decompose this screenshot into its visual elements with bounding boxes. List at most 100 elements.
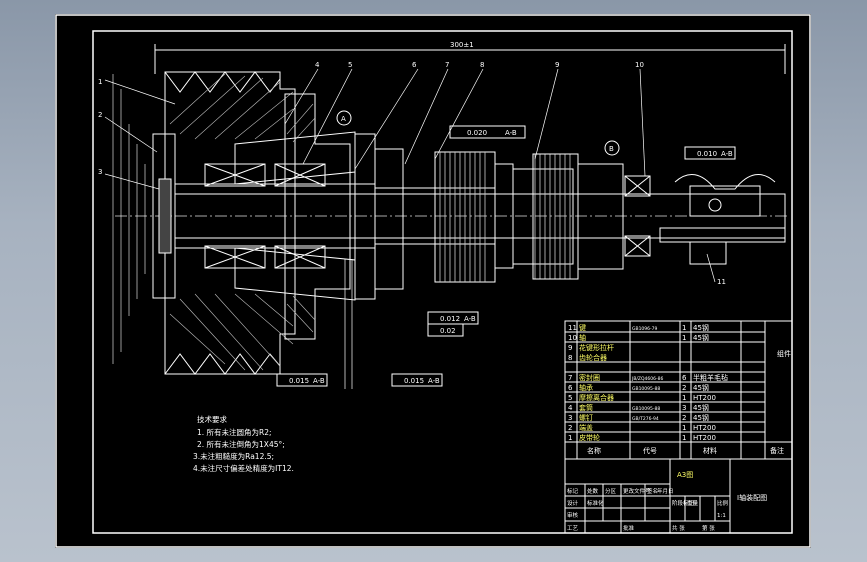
sign-row4-1: 批准 — [623, 524, 635, 532]
bom-qty-10: 1 — [682, 334, 686, 342]
bom-name-1: 皮带轮 — [579, 433, 600, 442]
bom-qty-6: 2 — [682, 384, 686, 392]
bom-material-10: 45钢 — [693, 333, 709, 342]
bom-table — [564, 320, 793, 534]
balloon-2: 2 — [98, 111, 102, 119]
bom-material-3: 45钢 — [693, 413, 709, 422]
bom-material-7: 半粗羊毛毡 — [693, 373, 728, 382]
tech-req-3: 3.未注粗糙度为Ra12.5; — [193, 451, 274, 461]
bom-qty-4: 3 — [682, 404, 686, 412]
tol-value-2: 0.010 — [697, 150, 717, 158]
bom-qty-11: 1 — [682, 324, 686, 332]
tech-req-4: 4.未注尺寸偏差处精度为IT12. — [193, 463, 294, 473]
tol-value-5: 0.015 — [289, 377, 309, 385]
bom-code-3: GB/T276-94 — [632, 416, 659, 422]
assembly-drawing: 300±1 1 2 3 4 5 6 7 8 9 10 11 A B 0.020 … — [55, 14, 811, 548]
balloon-8: 8 — [480, 61, 484, 69]
bom-no-3: 3 — [568, 414, 572, 422]
datum-b: B — [609, 145, 614, 153]
sign-row-1: 处数 — [587, 487, 599, 495]
bom-name-2: 端盖 — [579, 423, 593, 432]
bom-code-4: GB10095-88 — [632, 406, 660, 412]
sign-row2-1: 标准化 — [587, 499, 604, 507]
balloon-5: 5 — [348, 61, 352, 69]
bom-qty-3: 2 — [682, 414, 686, 422]
sign-row2-0: 设计 — [567, 499, 579, 507]
bom-name-6: 轴承 — [579, 383, 593, 392]
tol-datum-5: A-B — [313, 377, 325, 385]
drawing-name: I轴装配图 — [737, 493, 767, 502]
tech-req-2: 2. 所有未注倒角为1X45°; — [197, 439, 285, 449]
overall-dimension: 300±1 — [450, 41, 474, 49]
bom-material-4: 45钢 — [693, 403, 709, 412]
tech-requirements: 技术要求 1. 所有未注圆角为R2; 2. 所有未注倒角为1X45°; 3.未注… — [193, 414, 294, 473]
tech-req-title: 技术要求 — [197, 414, 227, 424]
sign-row3-5: 1:1 — [717, 513, 726, 519]
pulley — [164, 71, 296, 375]
bom-name-5: 摩擦离合器 — [579, 393, 614, 402]
balloon-6: 6 — [412, 61, 417, 69]
bom-no-2: 2 — [568, 424, 572, 432]
balloon-11: 11 — [717, 278, 726, 286]
header-note: 备注 — [770, 446, 784, 455]
sign-row-3: 更改文件号 — [623, 487, 651, 495]
bom-no-7: 7 — [568, 374, 572, 382]
housing — [284, 93, 351, 340]
shift-fork — [674, 174, 776, 190]
bom-material-2: HT200 — [693, 424, 716, 432]
tol-value-1: 0.020 — [467, 129, 487, 137]
header-material: 材料 — [703, 446, 717, 455]
sign-row4-0: 工艺 — [567, 525, 579, 532]
bom-name-10: 轴 — [579, 333, 586, 342]
sign-row3-0: 审核 — [567, 511, 579, 519]
bom-qty-7: 6 — [682, 374, 687, 382]
bom-no-10: 10 — [568, 334, 577, 342]
tol-datum-1: A-B — [505, 129, 517, 137]
bom-no-11: 11 — [568, 324, 577, 332]
title-block-text: 组件 名称 代号 材料 备注 A3图 I轴装配图 — [587, 349, 791, 502]
datum-a: A — [341, 115, 346, 123]
friction-clutch — [434, 151, 624, 283]
sign-row-2: 分区 — [605, 487, 617, 495]
balloon-10: 10 — [635, 61, 644, 69]
tol-value-4: 0.02 — [440, 327, 456, 335]
bom-code-7: JB/ZQ4606-86 — [631, 376, 663, 382]
bom-no-9: 9 — [568, 344, 572, 352]
bom-qty-1: 1 — [682, 434, 686, 442]
tol-datum-2: A-B — [721, 150, 733, 158]
bom-material-1: HT200 — [693, 434, 716, 442]
sheet-scale: A3图 — [677, 471, 693, 479]
tol-value-6: 0.015 — [404, 377, 424, 385]
bom-name-4: 套筒 — [579, 403, 593, 412]
bom-code-6: GB10095-88 — [632, 386, 660, 392]
sign-row-0: 标记 — [567, 487, 579, 495]
bom-code-11: GB1096-79 — [632, 326, 658, 332]
tol-value-3: 0.012 — [440, 315, 460, 323]
bom-no-1: 1 — [568, 434, 572, 442]
bom-no-6: 6 — [568, 384, 573, 392]
bom-name-3: 螺钉 — [579, 413, 593, 422]
bom-no-5: 5 — [568, 394, 572, 402]
tol-datum-6: A-B — [428, 377, 440, 385]
bom-side-note: 组件 — [777, 349, 791, 358]
outer-border — [55, 14, 811, 548]
tech-req-1: 1. 所有未注圆角为R2; — [197, 427, 272, 437]
sign-row-5: 年月日 — [657, 487, 674, 495]
inner-frame — [92, 30, 793, 534]
bom-no-8: 8 — [568, 354, 572, 362]
drawing-labels: 300±1 1 2 3 4 5 6 7 8 9 10 11 A B 0.020 … — [98, 41, 733, 385]
balloon-3: 3 — [98, 168, 102, 176]
bom-no-4: 4 — [568, 404, 573, 412]
sign-row4-2: 共 张 — [672, 524, 685, 532]
sign-row2-3: 重量 — [687, 499, 699, 507]
sign-row-4: 签名 — [647, 487, 658, 495]
bom-qty-5: 1 — [682, 394, 686, 402]
assembly-view — [104, 44, 790, 389]
balloon-7: 7 — [445, 61, 449, 69]
balloon-9: 9 — [555, 61, 559, 69]
balloon-4: 4 — [315, 61, 320, 69]
bom-name-11: 键 — [579, 323, 586, 332]
balloon-1: 1 — [98, 78, 102, 86]
